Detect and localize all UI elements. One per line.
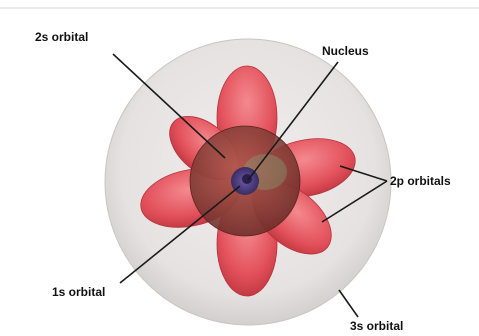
leader-2s: [112, 53, 226, 159]
label-3s-orbital: 3s orbital: [350, 319, 404, 333]
leader-1s: [119, 185, 241, 284]
label-2s-orbital: 2s orbital: [35, 30, 89, 44]
leader-lines: [112, 53, 388, 318]
label-nucleus: Nucleus: [322, 44, 369, 58]
leader-2p-upper: [339, 165, 388, 182]
leader-3s: [338, 289, 359, 318]
leader-2p-lower: [321, 180, 388, 223]
label-2p-orbitals: 2p orbitals: [390, 174, 451, 188]
leader-nucleus: [247, 61, 339, 181]
label-1s-orbital: 1s orbital: [52, 285, 106, 299]
nucleus-dot: [242, 174, 252, 184]
